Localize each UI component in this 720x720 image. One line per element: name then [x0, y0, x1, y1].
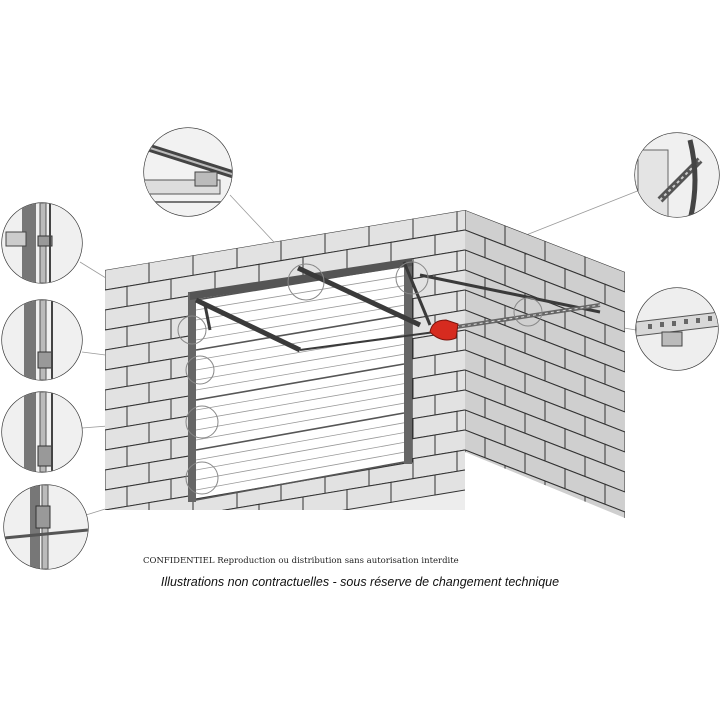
- rail-system: [194, 261, 601, 353]
- side-bracket-icon: [2, 203, 82, 283]
- side-bracket-icon: [4, 485, 88, 569]
- detail-top-right-bracket: [634, 132, 720, 218]
- detail-left-2: [1, 299, 83, 381]
- side-brick-wall: [465, 210, 625, 518]
- side-bracket-icon: [2, 392, 82, 472]
- detail-left-3: [1, 391, 83, 473]
- side-bracket-icon: [2, 300, 82, 380]
- perforated-hanger-icon: [636, 288, 718, 370]
- door-opener-motor: [429, 319, 459, 341]
- disclaimer-text: Illustrations non contractuelles - sous …: [160, 575, 560, 589]
- detail-left-1: [1, 202, 83, 284]
- garage-door: [188, 258, 413, 502]
- detail-left-4: [3, 484, 89, 570]
- detail-right-hanger: [635, 287, 719, 371]
- assembly-callout-markers: [177, 261, 543, 495]
- confidential-notice: CONFIDENTIEL Reproduction ou distributio…: [143, 556, 459, 566]
- detail-top-left-rail-bracket: [143, 127, 233, 217]
- spring-bracket-icon: [635, 133, 719, 217]
- rail-bracket-icon: [144, 128, 232, 216]
